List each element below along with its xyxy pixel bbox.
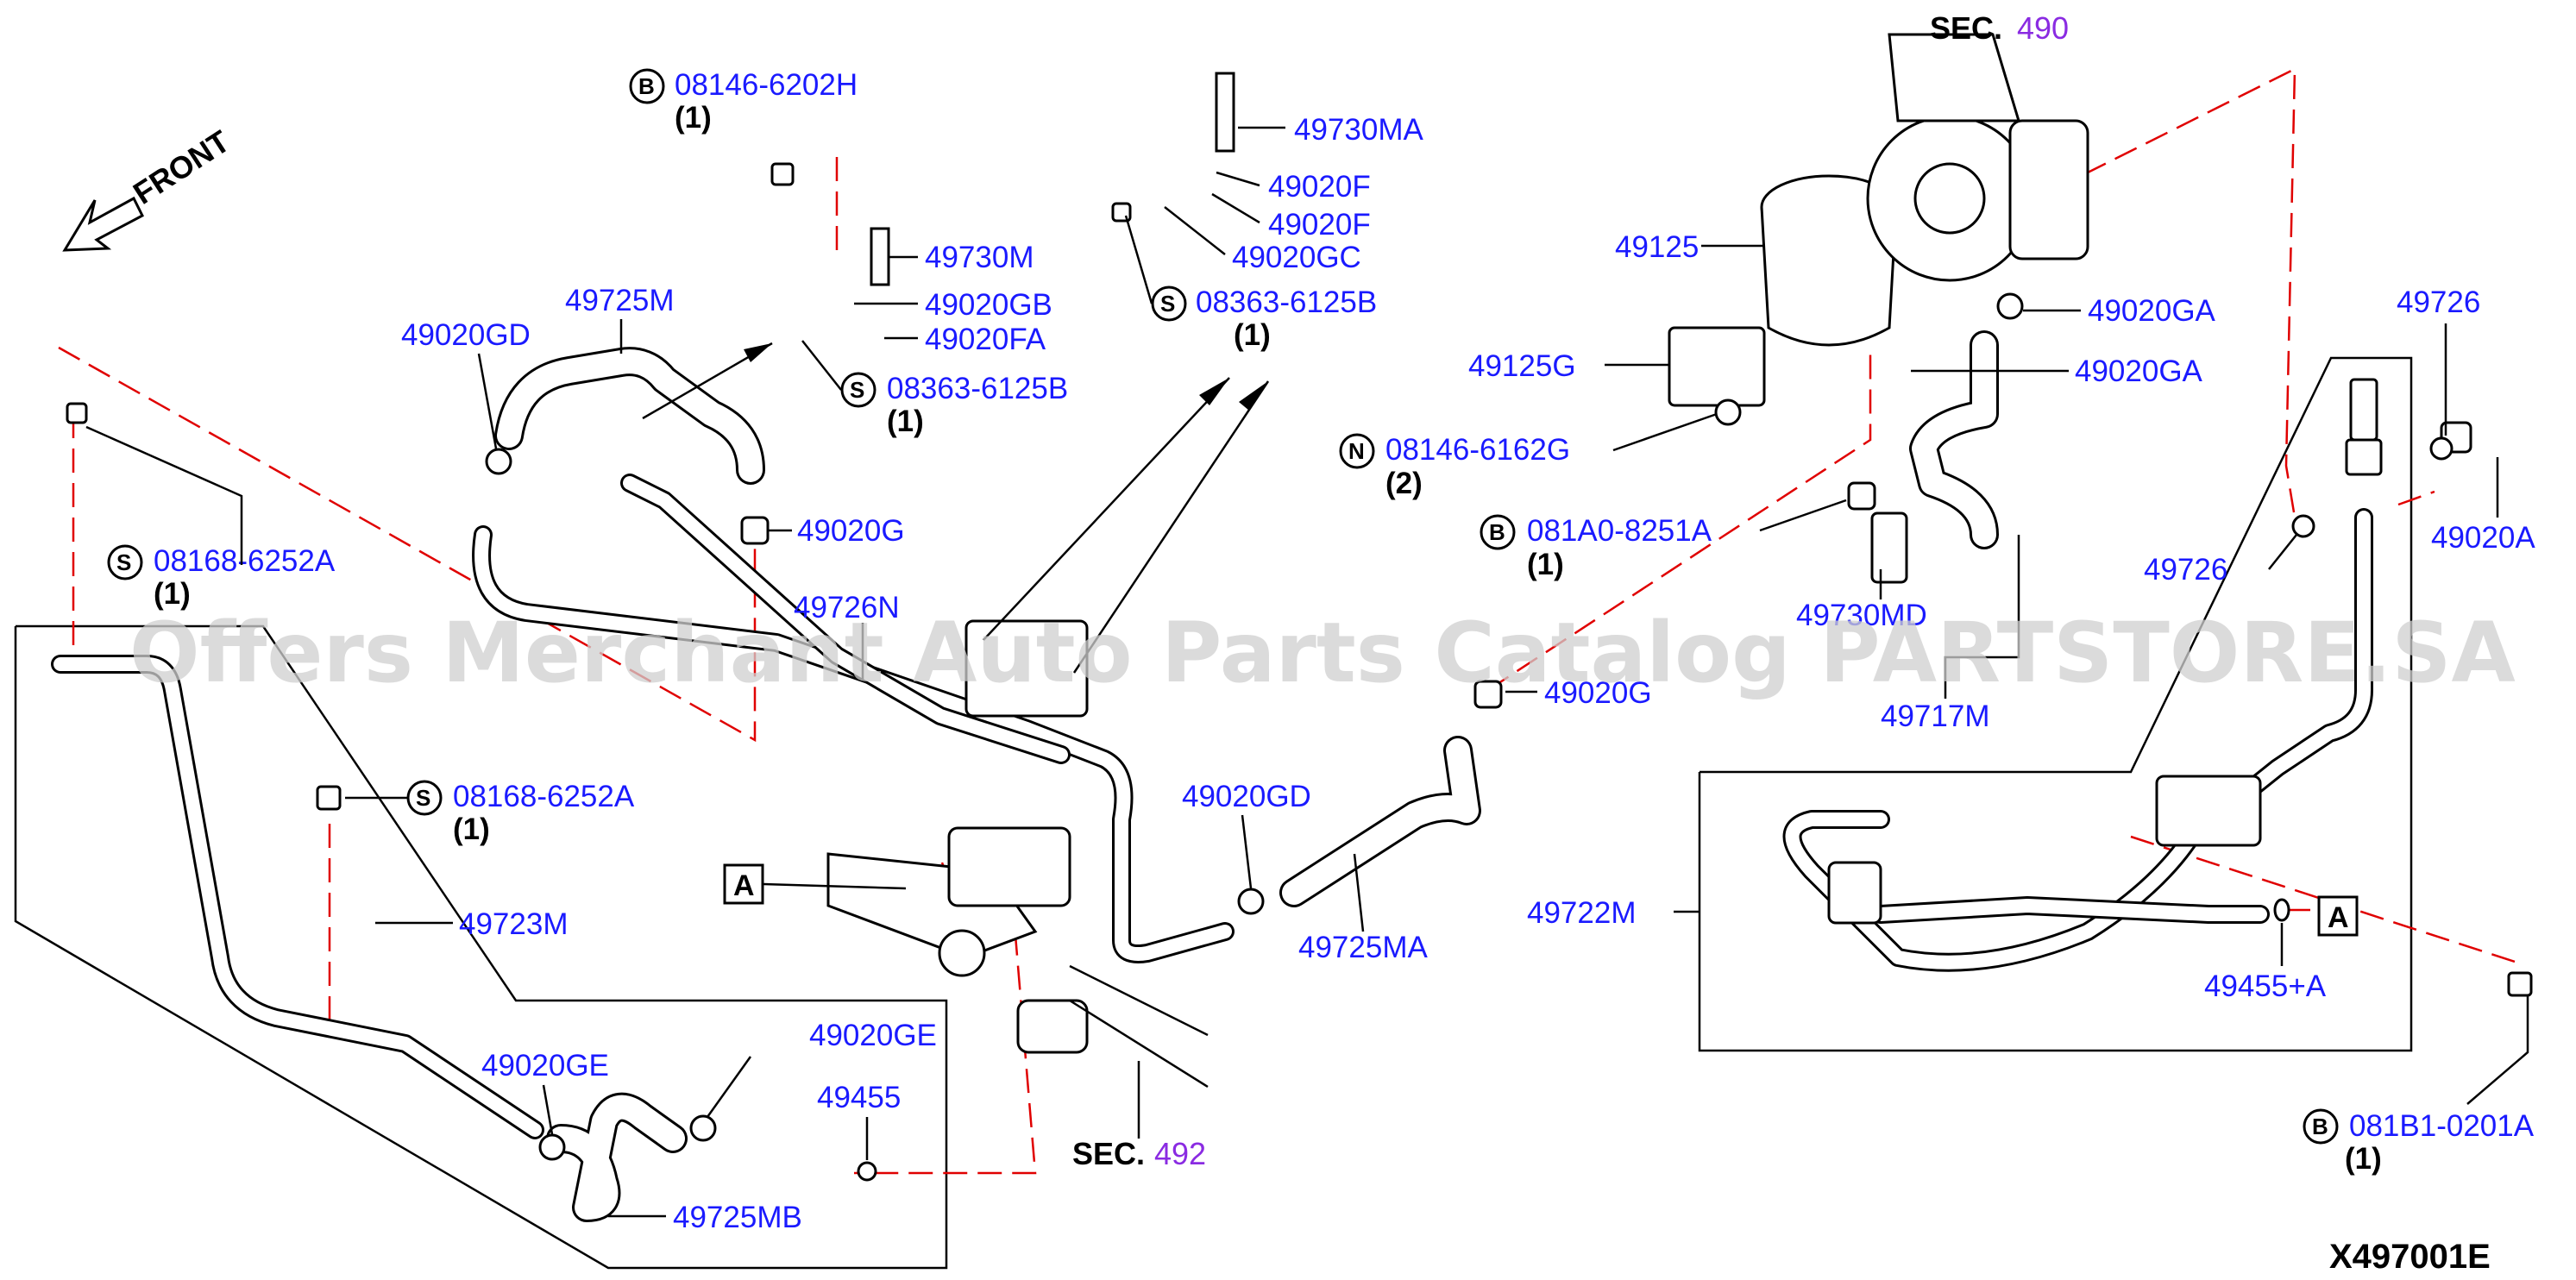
section-number: 492	[1154, 1136, 1206, 1171]
pipe-49722M-return	[1871, 896, 2270, 924]
fastener-type-letter: S	[116, 549, 131, 575]
part-label-49725MA[interactable]: 49725MA	[1298, 931, 1428, 964]
part-labels: 49730MA 49020F 49020F 49020GC 49730M 490…	[375, 113, 2535, 1234]
fastener-code: 08168-6252A	[154, 544, 336, 578]
fastener-type-letter: S	[416, 785, 430, 811]
ref-letter: A	[2328, 901, 2349, 934]
part-label-49020GD[interactable]: 49020GD	[1182, 780, 1311, 813]
fastener-081B1-0201A[interactable]: B 081B1-0201A (1)	[2303, 996, 2535, 1176]
hose-49717M	[1909, 330, 1999, 549]
part-label-49020A[interactable]: 49020A	[2431, 521, 2535, 555]
part-label-49730MA[interactable]: 49730MA	[1294, 113, 1423, 147]
part-label-49020GA[interactable]: 49020GA	[2088, 294, 2216, 328]
part-label-49723M[interactable]: 49723M	[459, 907, 568, 941]
steering-gear-assembly	[826, 826, 1209, 1089]
fastener-qty: (2)	[1385, 467, 1423, 500]
oil-reservoir	[1668, 174, 1898, 407]
part-label-49020F[interactable]: 49020F	[1268, 170, 1371, 204]
part-label-49020GE[interactable]: 49020GE	[481, 1049, 609, 1082]
pipe-49722M	[1782, 508, 2373, 972]
front-arrow-icon	[62, 196, 144, 252]
fastener-type-letter: S	[1160, 291, 1175, 317]
fastener-qty: (1)	[1234, 318, 1271, 352]
part-label-49455-a[interactable]: 49455+A	[2204, 969, 2327, 1003]
part-label-49020G[interactable]: 49020G	[1544, 676, 1652, 710]
fastener-qty: (1)	[2345, 1142, 2382, 1176]
fastener-qty: (1)	[453, 813, 490, 846]
fastener-code: 081A0-8251A	[1527, 514, 1712, 548]
part-label-49125[interactable]: 49125	[1615, 230, 1699, 264]
part-label-49020GA[interactable]: 49020GA	[2075, 355, 2203, 388]
pipe-49723M	[51, 655, 544, 1139]
fastener-code: 08146-6162G	[1385, 433, 1570, 467]
pipe-49726N	[472, 525, 1235, 963]
part-label-49730MD[interactable]: 49730MD	[1796, 599, 1927, 632]
group-outline-right	[1698, 356, 2413, 1052]
part-label-49717M[interactable]: 49717M	[1881, 700, 1989, 733]
part-label-49020GE[interactable]: 49020GE	[809, 1019, 937, 1052]
part-label-49725MB[interactable]: 49725MB	[673, 1201, 802, 1234]
power-steering-pump	[1866, 33, 2089, 282]
ref-box-a-right: A	[2317, 895, 2359, 937]
hose-49725M	[494, 347, 765, 485]
hose-49725MB	[546, 1092, 688, 1222]
fastener-08146-6202H[interactable]: B 08146-6202H (1)	[629, 68, 858, 135]
section-prefix: SEC.	[1072, 1136, 1145, 1171]
assembly-arrows	[642, 342, 1270, 674]
part-label-49020GC[interactable]: 49020GC	[1232, 241, 1361, 274]
hose-49725MA	[1279, 736, 1481, 907]
fastener-081A0-8251A[interactable]: B 081A0-8251A (1)	[1480, 499, 1847, 581]
fastener-code: 08363-6125B	[1196, 285, 1377, 319]
section-prefix: SEC.	[1930, 10, 2002, 46]
part-label-49726N[interactable]: 49726N	[794, 591, 900, 624]
fastener-type-letter: S	[850, 377, 864, 403]
fastener-type-letter: N	[1348, 438, 1365, 464]
part-label-49020F[interactable]: 49020F	[1268, 208, 1371, 242]
fastener-code: 08146-6202H	[675, 68, 858, 102]
part-label-49020FA[interactable]: 49020FA	[925, 323, 1046, 356]
section-ref-490[interactable]: SEC. 490	[1930, 10, 2069, 46]
part-label-49455[interactable]: 49455	[817, 1081, 901, 1114]
fastener-type-letter: B	[2312, 1114, 2328, 1139]
part-label-49726[interactable]: 49726	[2397, 285, 2480, 319]
clamps	[485, 292, 2024, 1161]
group-outline-left	[14, 624, 948, 1270]
part-label-49020G[interactable]: 49020G	[797, 514, 905, 548]
fastener-qty: (1)	[675, 101, 712, 135]
fastener-type-letter: B	[638, 73, 655, 99]
fastener-08168-6252A-top[interactable]: S 08168-6252A (1)	[85, 425, 336, 611]
fastener-qty: (1)	[1527, 548, 1564, 581]
part-label-49020GB[interactable]: 49020GB	[925, 288, 1052, 322]
fastener-08146-6162G[interactable]: N 08146-6162G (2)	[1339, 412, 1718, 500]
ref-box-a-left: A	[723, 863, 907, 905]
part-label-49125G[interactable]: 49125G	[1468, 349, 1576, 383]
fastener-code: 08168-6252A	[453, 780, 635, 813]
fastener-code: 081B1-0201A	[2349, 1109, 2535, 1143]
part-label-49722M[interactable]: 49722M	[1527, 896, 1636, 930]
part-label-49726[interactable]: 49726	[2144, 553, 2227, 587]
section-number: 490	[2017, 10, 2069, 46]
part-label-49725M[interactable]: 49725M	[565, 284, 674, 317]
front-indicator: FRONT	[62, 123, 236, 252]
fastener-08168-6252A-bottom[interactable]: S 08168-6252A (1)	[345, 780, 635, 846]
figure-code: X497001E	[2329, 1238, 2491, 1276]
section-ref-492[interactable]: SEC. 492	[1072, 1061, 1206, 1171]
front-label: FRONT	[127, 123, 236, 211]
watermark-text: Offers Merchant Auto Parts Catalog PARTS…	[129, 605, 2516, 701]
washers	[857, 436, 2453, 1182]
pipe-49730M-line	[620, 474, 1071, 764]
part-label-49730M[interactable]: 49730M	[925, 241, 1034, 274]
pressure-switch	[2345, 378, 2383, 476]
brackets	[870, 72, 2262, 925]
fastener-qty: (1)	[887, 405, 924, 438]
fastener-code: 08363-6125B	[887, 372, 1068, 405]
reference-lines	[58, 66, 2516, 1175]
fastener-qty: (1)	[154, 577, 191, 611]
fastener-type-letter: B	[1489, 519, 1505, 545]
ref-letter: A	[733, 869, 755, 902]
part-label-49020GD[interactable]: 49020GD	[401, 318, 531, 352]
fastener-08363-6125B-left[interactable]: S 08363-6125B (1)	[801, 340, 1068, 438]
fastener-08363-6125B-right[interactable]: S 08363-6125B (1)	[1124, 215, 1377, 352]
